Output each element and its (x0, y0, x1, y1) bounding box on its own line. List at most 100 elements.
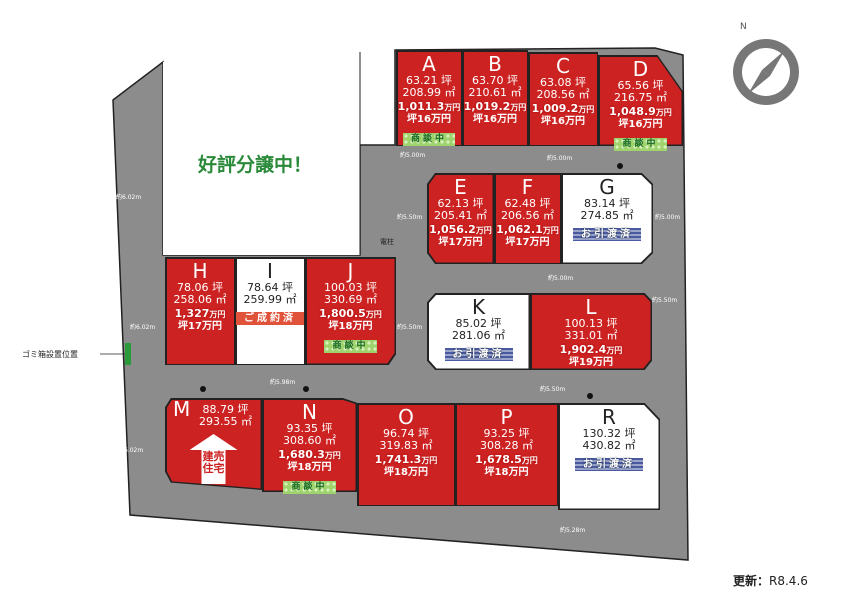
lot-shape (262, 398, 357, 492)
lot-price: 1,741.3万円 (374, 453, 438, 466)
lot-shape (455, 403, 558, 506)
lot-letter: E (454, 175, 467, 199)
status-badge: お引渡済 (573, 228, 641, 241)
status-badge: ご成約済 (236, 312, 304, 325)
status-badge: 商談中 (402, 133, 455, 146)
lot-area-sqm: 206.56 ㎡ (501, 209, 554, 222)
lot-shape (561, 173, 653, 264)
lot-shape (528, 52, 598, 146)
lot-area-sqm: 274.85 ㎡ (580, 209, 634, 222)
lot-letter: D (632, 57, 649, 81)
lot-unit-price: 坪16万円 (407, 114, 451, 125)
lot-letter: R (602, 405, 616, 429)
lot-area-sqm: 258.06 ㎡ (173, 293, 227, 306)
lot-area-tsubo: 63.70 坪 (472, 74, 518, 87)
dimension-label: 約5.50m (540, 386, 566, 393)
lot-area-tsubo: 93.35 坪 (286, 422, 333, 435)
lot-area-tsubo: 62.48 坪 (504, 197, 551, 210)
lot-shape (558, 403, 660, 510)
built-house-label: 建売住宅 (202, 450, 225, 475)
status-badge: お引渡済 (575, 458, 643, 471)
status-badge: 商談中 (283, 481, 336, 494)
lot-letter: G (599, 175, 615, 199)
dimension-label: 約6.02m (118, 447, 144, 454)
utility-pole-label: 電柱 (380, 238, 394, 246)
lot-area-sqm: 208.99 ㎡ (402, 86, 456, 99)
lot-letter: J (347, 259, 354, 283)
dimension-label: 約6.02m (130, 324, 156, 331)
dimension-label: 約5.50m (397, 214, 423, 221)
lot-shape (396, 50, 462, 146)
status-badge: 商談中 (324, 340, 377, 353)
update-value: R8.4.6 (769, 574, 808, 588)
lot-area-sqm: 210.61 ㎡ (468, 86, 522, 99)
trash-location-label: ゴミ箱設置位置 (22, 350, 78, 359)
lot-letter: P (500, 405, 513, 429)
lot-area-tsubo: 130.32 坪 (582, 427, 636, 440)
lot-price: 1,680.3万円 (278, 448, 341, 461)
lot-price: 1,800.5万円 (319, 307, 382, 320)
lot-area-tsubo: 62.13 坪 (437, 197, 484, 210)
lot-price: 1,011.3万円 (397, 100, 461, 113)
lot-letter: M (173, 397, 191, 421)
lot-letter: A (422, 52, 436, 76)
lot-letter: H (192, 259, 208, 283)
lot-shape (427, 293, 530, 370)
lot-price: 1,902.4万円 (559, 343, 623, 356)
lot-letter: F (521, 175, 534, 199)
lot-area-tsubo: 96.74 坪 (383, 427, 429, 440)
lot-area-sqm: 308.60 ㎡ (283, 434, 336, 447)
lot-shape (427, 173, 494, 264)
lot-price: 1,019.2万円 (463, 100, 527, 113)
lot-price: 1,009.2万円 (531, 102, 595, 115)
lot-area-sqm: 208.56 ㎡ (536, 88, 590, 101)
lot-unit-price: 坪17万円 (505, 237, 550, 248)
white-lot-area (163, 52, 360, 255)
dimension-label: 約6.02m (116, 194, 142, 201)
dimension-label: 約5.00m (548, 275, 574, 282)
lot-area-sqm: 205.41 ㎡ (434, 209, 487, 222)
lot-letter: B (488, 52, 502, 76)
dimension-label: 約5.28m (560, 527, 586, 534)
lot-unit-price: 坪17万円 (178, 321, 222, 332)
dimension-label: 約5.50m (652, 297, 678, 304)
lot-unit-price: 坪16万円 (473, 114, 517, 125)
lot-area-tsubo: 63.21 坪 (406, 74, 452, 87)
lot-area-sqm: 259.99 ㎡ (243, 293, 297, 306)
lot-letter: C (556, 54, 570, 78)
lot-shape (462, 50, 528, 146)
lot-unit-price: 坪16万円 (541, 116, 585, 127)
lot-unit-price: 坪18万円 (384, 467, 428, 478)
update-label: 更新： (733, 574, 770, 588)
built-house-arrow: 建売住宅 (189, 434, 238, 484)
lot-unit-price: 坪18万円 (287, 462, 332, 473)
lot-area-tsubo: 78.64 坪 (247, 281, 293, 294)
lot-area-sqm: 430.82 ㎡ (582, 439, 636, 452)
lot-shape (494, 173, 561, 264)
lot-letter: O (398, 405, 414, 429)
dimension-label: 約5.50m (397, 324, 423, 331)
lot-unit-price: 坪17万円 (438, 237, 483, 248)
headline: 好評分譲中！ (198, 154, 313, 176)
lot-shape (357, 403, 455, 506)
lot-shape (165, 257, 235, 365)
lot-price: 1,678.5万円 (475, 453, 538, 466)
